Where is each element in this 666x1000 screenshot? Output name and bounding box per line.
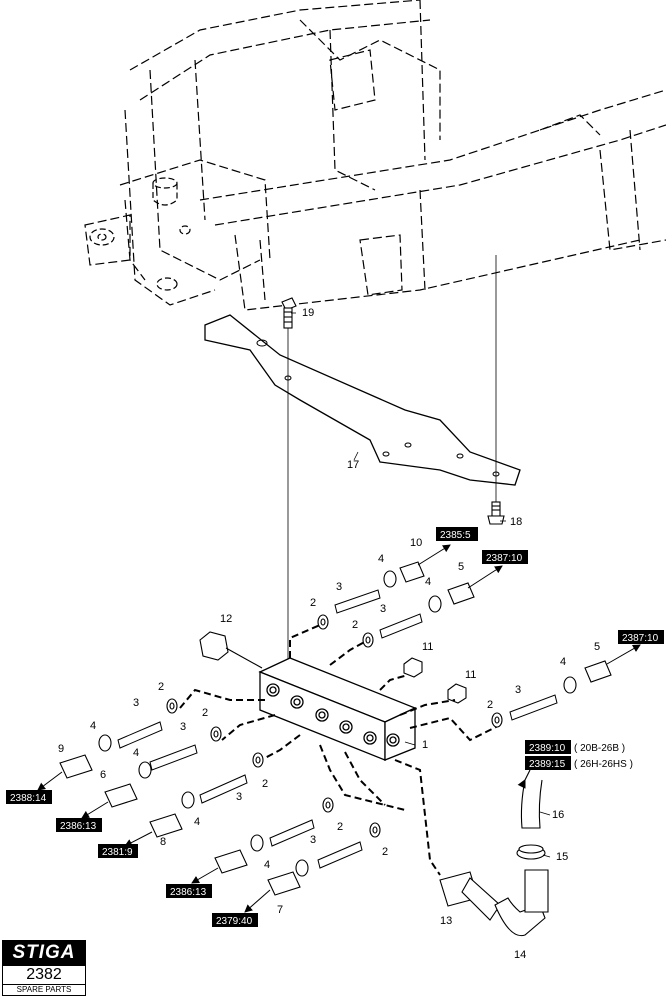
svg-text:2389:10: 2389:10 xyxy=(529,743,566,754)
leader-lines xyxy=(291,312,551,858)
stiga-logo-block: STIGA 2382 SPARE PARTS xyxy=(2,940,86,998)
callout-2: 2 xyxy=(310,597,316,609)
svg-text:2386:13: 2386:13 xyxy=(60,821,97,832)
hitch-bolt xyxy=(89,177,191,291)
callout-19: 19 xyxy=(302,307,314,319)
model-note: ( 20B-26B ) xyxy=(574,743,625,754)
callout-18: 18 xyxy=(510,516,522,528)
reference-box: 2386:13 xyxy=(56,818,102,832)
callout-3: 3 xyxy=(380,603,386,615)
clamps xyxy=(98,570,577,877)
callout-17: 17 xyxy=(347,459,359,471)
callout-5: 5 xyxy=(594,641,600,653)
page-number: 2382 xyxy=(2,966,86,984)
callout-5: 5 xyxy=(458,561,464,573)
callout-14: 14 xyxy=(514,949,526,961)
callout-4: 4 xyxy=(90,720,96,732)
callout-4: 4 xyxy=(560,656,566,668)
reference-box: 2386:13 xyxy=(166,884,212,898)
callout-2: 2 xyxy=(487,699,493,711)
reference-box: 2385:5 xyxy=(436,527,478,541)
distribution-block xyxy=(258,657,417,761)
callout-8: 8 xyxy=(160,836,166,848)
callout-9: 9 xyxy=(58,743,64,755)
svg-text:2388:14: 2388:14 xyxy=(10,793,47,804)
svg-text:2387:10: 2387:10 xyxy=(486,553,523,564)
callout-11: 11 xyxy=(465,669,476,681)
bolt-18 xyxy=(487,501,505,525)
callout-16: 16 xyxy=(552,809,564,821)
callout-3: 3 xyxy=(133,697,139,709)
callout-4: 4 xyxy=(133,747,139,759)
svg-text:2386:13: 2386:13 xyxy=(170,887,207,898)
callout-labels: 1 2 2 2 2 2 2 2 2 3 3 3 3 3 3 3 4 4 4 4 … xyxy=(58,307,600,961)
callout-4: 4 xyxy=(194,816,200,828)
elbow-fitting xyxy=(439,869,549,937)
reference-box: 2387:10 xyxy=(482,550,528,564)
chassis-frame xyxy=(84,0,666,311)
washers xyxy=(166,614,503,838)
callout-15: 15 xyxy=(556,851,568,863)
plug-12 xyxy=(199,631,263,669)
brand-name: STIGA xyxy=(12,942,76,963)
model-note: ( 26H-26HS ) xyxy=(574,759,633,770)
callout-13: 13 xyxy=(440,915,452,927)
spare-parts-label: SPARE PARTS xyxy=(2,984,86,996)
callout-10: 10 xyxy=(410,537,422,549)
svg-text:2387:10: 2387:10 xyxy=(622,633,659,644)
callout-2: 2 xyxy=(382,846,388,858)
callout-12: 12 xyxy=(220,613,232,625)
bolt-19 xyxy=(281,297,297,329)
callout-2: 2 xyxy=(202,707,208,719)
mounting-plate xyxy=(204,314,521,486)
hose-16 xyxy=(516,769,546,860)
callout-3: 3 xyxy=(236,791,242,803)
callout-4: 4 xyxy=(378,553,384,565)
reference-box: 2389:10 xyxy=(525,740,571,754)
hose-routes xyxy=(179,624,501,876)
reference-box: 2387:10 xyxy=(618,630,664,644)
callout-3: 3 xyxy=(515,684,521,696)
callout-4: 4 xyxy=(425,576,431,588)
adapter-11 xyxy=(403,657,467,704)
callout-2: 2 xyxy=(352,619,358,631)
callout-4: 4 xyxy=(264,859,270,871)
callout-2: 2 xyxy=(158,681,164,693)
reference-box: 2379:40 xyxy=(212,913,258,927)
callout-7: 7 xyxy=(277,904,283,916)
hose-segments xyxy=(59,561,612,896)
reference-box: 2381:9 xyxy=(98,844,138,858)
callout-3: 3 xyxy=(336,581,342,593)
callout-2: 2 xyxy=(262,778,268,790)
callout-3: 3 xyxy=(310,834,316,846)
brand-logo: STIGA xyxy=(2,940,86,966)
callout-3: 3 xyxy=(180,721,186,733)
callout-11: 11 xyxy=(422,641,433,653)
fittings xyxy=(117,589,558,869)
assembly-lines xyxy=(287,255,497,660)
svg-text:2389:15: 2389:15 xyxy=(529,759,566,770)
svg-text:2385:5: 2385:5 xyxy=(440,530,471,541)
reference-arrows xyxy=(37,544,641,913)
svg-text:2381:9: 2381:9 xyxy=(102,847,133,858)
callout-1: 1 xyxy=(422,739,428,751)
reference-box: 2389:15 xyxy=(525,756,571,770)
reference-box: 2388:14 xyxy=(6,790,52,804)
svg-text:2379:40: 2379:40 xyxy=(216,916,253,927)
callout-6: 6 xyxy=(100,769,106,781)
callout-2: 2 xyxy=(337,821,343,833)
